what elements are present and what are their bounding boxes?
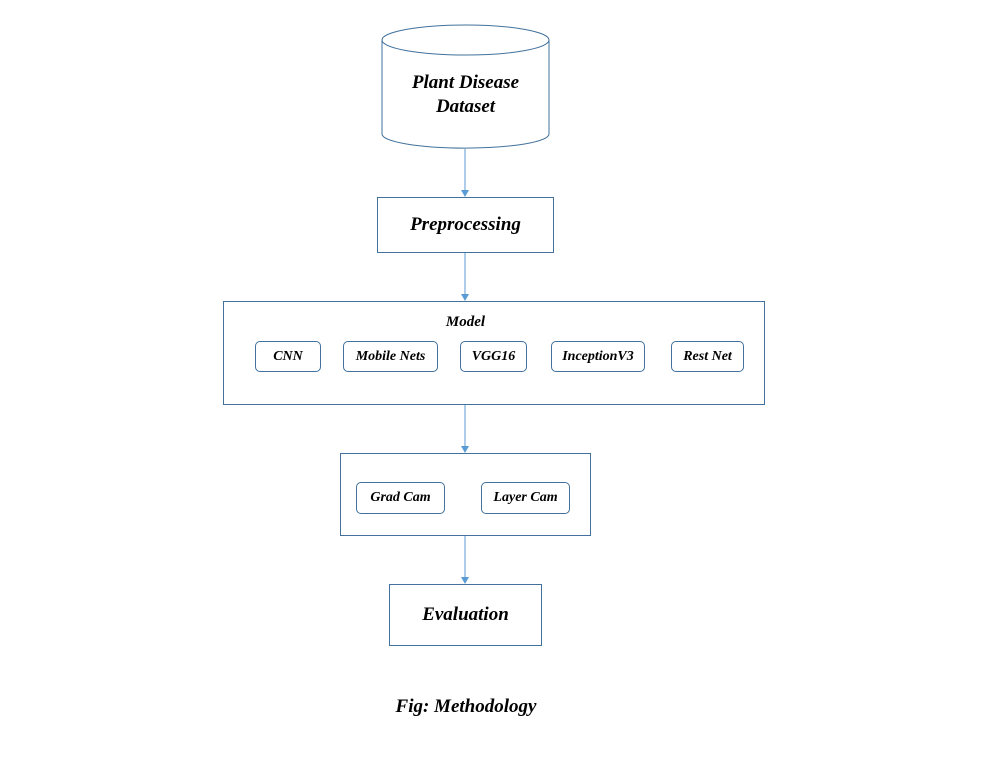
evaluation-box: Evaluation [389, 584, 542, 646]
model-item-mobile-nets: Mobile Nets [343, 341, 438, 372]
evaluation-label: Evaluation [422, 604, 509, 625]
model-item-inceptionv3: InceptionV3 [551, 341, 645, 372]
dataset-label-line1: Plant Disease [411, 72, 520, 93]
dataset-label-line2: Dataset [435, 96, 496, 117]
explain-item-layer-cam: Layer Cam [481, 482, 570, 514]
model-item-vgg16: VGG16 [460, 341, 527, 372]
preprocessing-label: Preprocessing [410, 214, 521, 235]
model-item-rest-net: Rest Net [671, 341, 744, 372]
model-title: Model [445, 314, 486, 330]
figure-caption: Fig: Methodology [395, 696, 537, 717]
dataset-cylinder [381, 24, 550, 149]
preprocessing-box: Preprocessing [377, 197, 554, 253]
model-item-cnn: CNN [255, 341, 321, 372]
explain-item-grad-cam: Grad Cam [356, 482, 445, 514]
